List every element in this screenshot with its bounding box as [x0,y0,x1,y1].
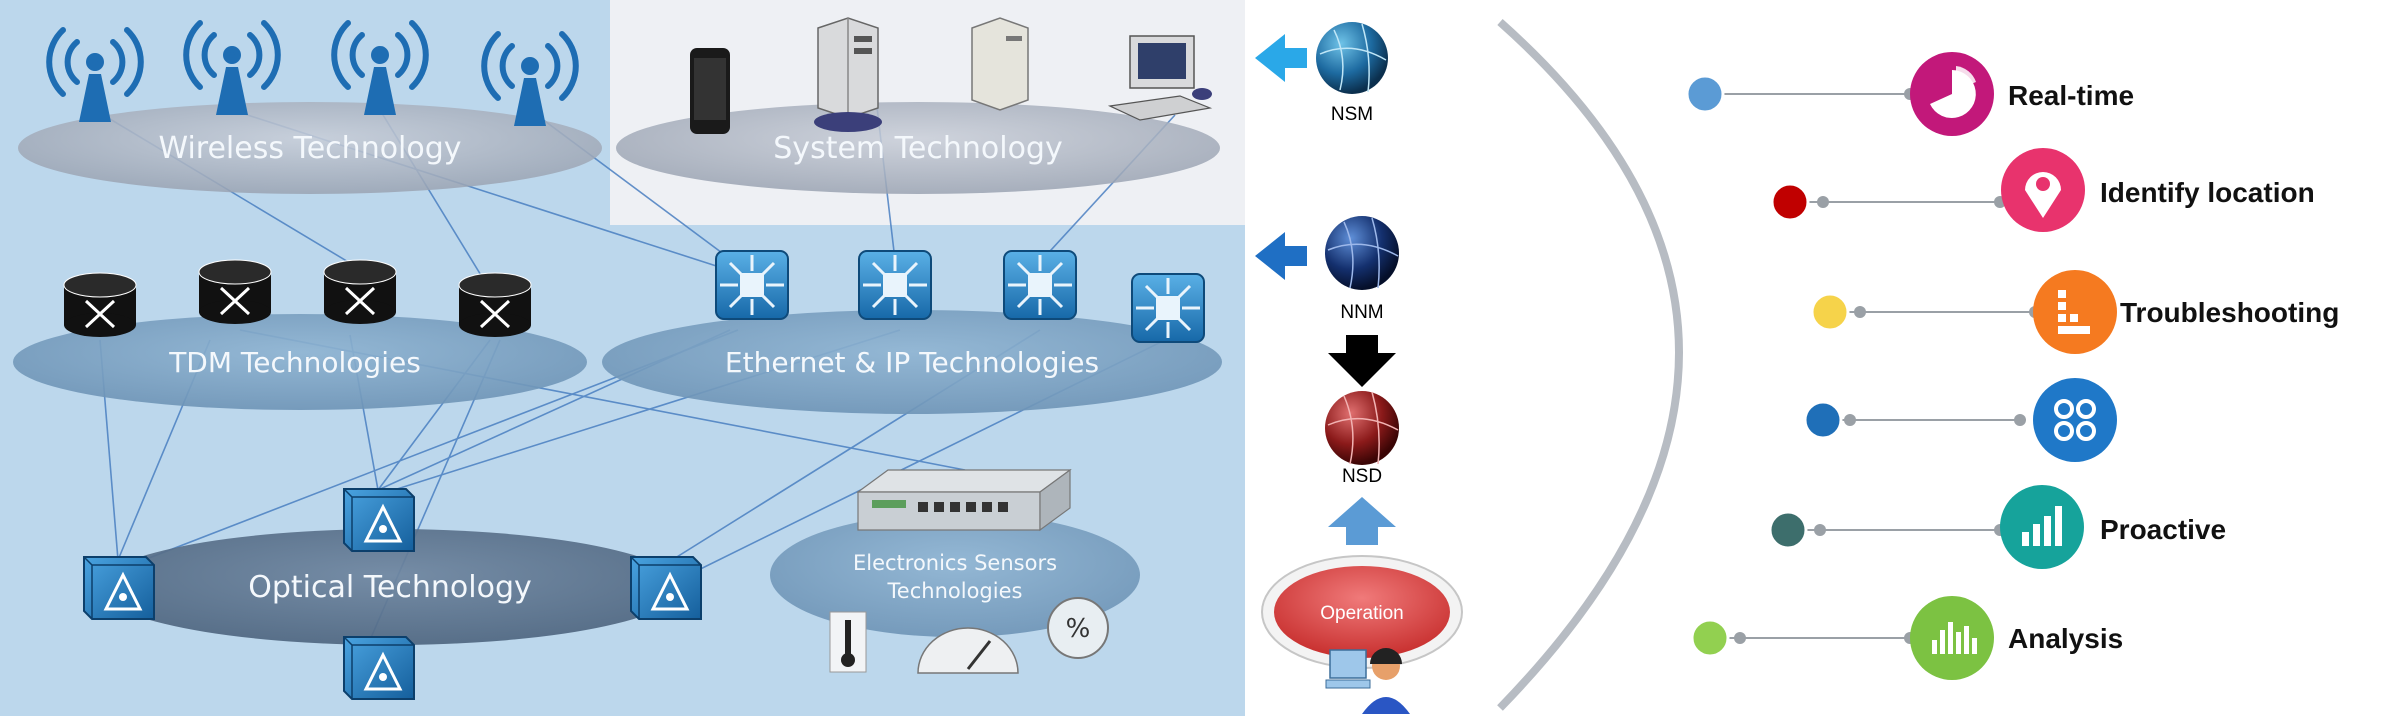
ethernet-switch-icons [715,250,1205,343]
ethernet-zone [602,310,1222,414]
timeline-dot [1685,74,1725,114]
arrow-down-icon [1328,335,1396,387]
antenna-icon [183,20,281,115]
tdm-switch-icon [323,259,397,324]
timeline-dot [1803,400,1843,440]
optical-node-icon [83,556,155,620]
sensors-zone [770,513,1140,637]
bar-steps-icon [2033,270,2117,354]
feature-item-proactive: Proactive [1768,485,2226,569]
computer-icon [1107,35,1213,121]
tdm-switch-icon [198,259,272,324]
thermometer-icon [829,611,867,673]
antenna-icon [331,20,429,115]
optical-node-icons [83,488,702,700]
timeline-dot [1810,292,1850,332]
tdm-zone [13,314,587,410]
sensor-appliance-icon [856,468,1072,532]
arrow-left-icon [1255,34,1307,82]
wireless-zone [18,102,602,194]
system-zone [616,102,1220,194]
tdm-switch-icon [63,272,137,337]
humidity-icon: % [1047,597,1109,659]
timeline-dot [1690,618,1730,658]
feature-item-troubleshooting: Troubleshooting [1810,270,2339,354]
gauge-icon [917,627,1019,674]
ethernet-zone-label: Ethernet & IP Technologies [725,346,1099,379]
ethernet-switch-icon [715,250,789,320]
feature-label: Real-time [2008,80,2134,111]
optical-zone [98,529,682,645]
ethernet-switch-icon [1003,250,1077,320]
feature-item-real-time: Real-time [1685,52,2134,136]
tdm-zone-label: TDM Technologies [168,346,421,379]
smartphone-icon [690,48,730,134]
optical-zone-label: Optical Technology [248,570,532,605]
operation-label: Operation [1320,603,1403,624]
feature-item-connectivity [1803,378,2117,462]
arrow-left-icon [1255,232,1307,280]
nsm-label: NSM [1331,104,1373,125]
nnm-label: NNM [1340,302,1383,323]
operation-button[interactable]: Operation [1261,555,1463,669]
ethernet-switch-icon [1131,273,1205,343]
nsd-label: NSD [1342,466,1382,487]
growth-bars-icon [2000,485,2084,569]
operator-icon [1325,648,1410,714]
system-zone-label: System Technology [773,131,1062,166]
tdm-switch-icon [458,272,532,337]
feature-label: Troubleshooting [2120,297,2339,328]
feature-item-identify-location: Identify location [1770,148,2315,232]
timeline-dot [1768,510,1808,550]
antenna-icon [46,27,144,122]
four-circles-icon [2033,378,2117,462]
nsd-globe-icon [1325,391,1399,465]
sensors-zone-label-line2: Technologies [887,579,1023,603]
server-tower-icon [814,17,882,132]
optical-node-icon [343,488,415,552]
timeline-dot [1770,182,1810,222]
arc-line [1497,19,1683,711]
feature-label: Analysis [2008,623,2123,654]
optical-node-icon [343,636,415,700]
arrow-up-icon [1328,497,1396,545]
desktop-tower-icon [971,17,1029,111]
feature-item-analysis: Analysis [1690,596,2123,680]
antenna-icons [46,20,579,126]
nnm-globe-icon [1325,216,1399,290]
svg-text:%: % [1066,614,1091,644]
sensors-zone-label-line1: Electronics Sensors [853,551,1057,575]
ethernet-switch-icon [858,250,932,320]
feature-label: Identify location [2100,177,2315,208]
nsm-globe-icon [1316,22,1388,94]
wireless-zone-label: Wireless Technology [158,131,461,166]
tdm-switch-icons [63,259,532,337]
optical-node-icon [630,556,702,620]
antenna-icon [481,31,579,126]
feature-label: Proactive [2100,514,2226,545]
